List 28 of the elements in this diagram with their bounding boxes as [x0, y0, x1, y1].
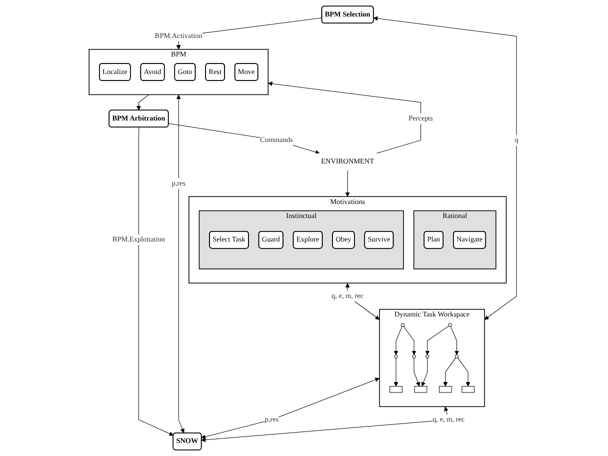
node-box — [462, 386, 475, 393]
arrow — [346, 170, 350, 197]
arrow — [404, 326, 417, 356]
node-circle — [448, 323, 452, 327]
arrow — [176, 94, 185, 434]
arrow — [136, 94, 150, 110]
node-circle — [394, 354, 398, 358]
node-circle — [401, 323, 405, 327]
arrow — [450, 326, 460, 356]
arrow — [425, 326, 450, 356]
arrow — [201, 378, 380, 439]
arrow — [458, 357, 471, 386]
node-box — [390, 386, 403, 393]
arrow — [374, 16, 518, 320]
node-circle — [426, 354, 430, 358]
node-circle — [412, 354, 416, 358]
arrow — [138, 127, 174, 436]
arrow — [201, 406, 450, 442]
node-box — [439, 386, 452, 393]
node-box — [414, 386, 428, 393]
arrow — [394, 358, 399, 386]
arrow — [394, 326, 403, 356]
arrow — [414, 358, 420, 386]
node-circle — [455, 354, 459, 358]
arrow — [443, 357, 456, 386]
arrow — [168, 123, 320, 154]
arrow — [268, 82, 422, 154]
arrow — [422, 358, 428, 386]
